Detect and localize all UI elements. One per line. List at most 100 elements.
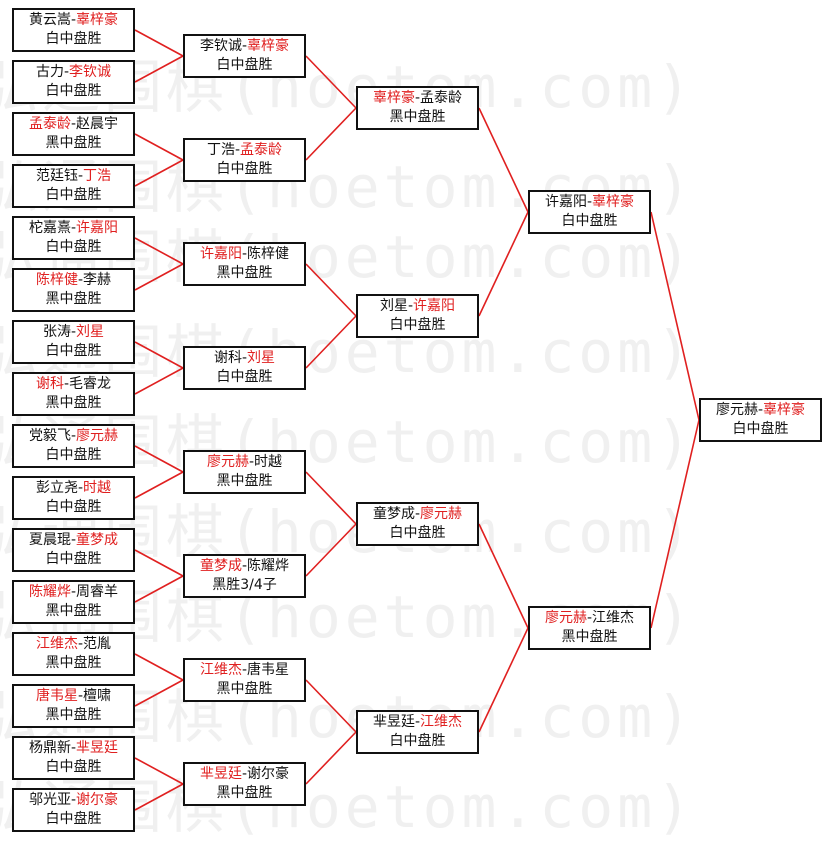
player-black: 许嘉阳 (544, 194, 587, 210)
player-black: 邬光亚 (28, 792, 71, 808)
match-result: 白中盘胜 (45, 83, 102, 99)
separator: - (241, 38, 248, 54)
separator: - (586, 194, 593, 210)
match-result: 黑中盘胜 (45, 291, 102, 307)
match-box: 廖元赫-江维杰黑中盘胜 (528, 606, 651, 650)
match-result: 白中盘胜 (45, 239, 102, 255)
match-box: 邬光亚-谢尔豪白中盘胜 (12, 788, 135, 832)
separator: - (70, 428, 77, 444)
connector-line (134, 29, 184, 57)
match-players: 李钦诚-辜梓豪 (185, 37, 304, 56)
player-white: 许嘉阳 (413, 298, 456, 314)
player-white: 谢尔豪 (247, 766, 290, 782)
match-players: 童梦成-廖元赫 (358, 505, 477, 524)
connector-line (305, 55, 357, 109)
separator: - (63, 376, 70, 392)
player-black: 范廷钰 (35, 168, 78, 184)
match-result: 黑中盘胜 (45, 135, 102, 151)
separator: - (414, 90, 421, 106)
connector-line (134, 341, 184, 369)
player-black: 芈昱廷 (372, 714, 415, 730)
match-players: 夏晨琨-童梦成 (14, 531, 133, 550)
player-white: 陈梓健 (247, 246, 290, 262)
match-players: 江维杰-唐韦星 (185, 661, 304, 680)
match-box: 江维杰-唐韦星黑中盘胜 (183, 658, 306, 702)
match-box: 彭立尧-时越白中盘胜 (12, 476, 135, 520)
separator: - (70, 12, 77, 28)
player-white: 时越 (83, 480, 112, 496)
player-black: 陈梓健 (35, 272, 78, 288)
match-result: 黑中盘胜 (45, 603, 102, 619)
match-players: 杨鼎新-芈昱廷 (14, 739, 133, 758)
separator: - (414, 714, 421, 730)
connector-line (305, 315, 357, 369)
match-result: 黑中盘胜 (45, 707, 102, 723)
match-box: 范廷钰-丁浩白中盘胜 (12, 164, 135, 208)
separator: - (70, 792, 77, 808)
match-result: 黑中盘胜 (216, 681, 273, 697)
player-white: 廖元赫 (76, 428, 119, 444)
connector-line (134, 549, 184, 577)
connector-line (134, 653, 184, 681)
player-white: 廖元赫 (420, 506, 463, 522)
player-black: 杨鼎新 (28, 740, 71, 756)
player-white: 刘星 (247, 350, 276, 366)
match-players: 芈昱廷-谢尔豪 (185, 765, 304, 784)
match-box: 党毅飞-廖元赫白中盘胜 (12, 424, 135, 468)
separator: - (70, 324, 77, 340)
match-result: 白中盘胜 (389, 317, 446, 333)
match-result: 黑中盘胜 (561, 629, 618, 645)
connector-line (305, 523, 357, 577)
separator: - (70, 584, 77, 600)
match-box: 芈昱廷-谢尔豪黑中盘胜 (183, 762, 306, 806)
connector-line (134, 471, 184, 499)
match-box: 许嘉阳-陈梓健黑中盘胜 (183, 242, 306, 286)
player-black: 江维杰 (199, 662, 242, 678)
match-players: 廖元赫-江维杰 (530, 609, 649, 628)
separator: - (77, 480, 84, 496)
match-result: 白中盘胜 (45, 447, 102, 463)
match-result: 黑胜3/4子 (212, 577, 277, 593)
player-black: 孟泰龄 (28, 116, 71, 132)
match-result: 白中盘胜 (732, 421, 789, 437)
player-black: 丁浩 (206, 142, 235, 158)
player-black: 张涛 (42, 324, 71, 340)
match-players: 陈梓健-李赫 (14, 271, 133, 290)
player-black: 黄云嵩 (28, 12, 71, 28)
player-white: 谢尔豪 (76, 792, 119, 808)
match-result: 黑中盘胜 (389, 109, 446, 125)
match-box: 廖元赫-时越黑中盘胜 (183, 450, 306, 494)
match-box: 柁嘉熹-许嘉阳白中盘胜 (12, 216, 135, 260)
match-result: 白中盘胜 (45, 31, 102, 47)
match-box: 童梦成-陈耀烨黑胜3/4子 (183, 554, 306, 598)
match-box: 孟泰龄-赵晨宇黑中盘胜 (12, 112, 135, 156)
match-box: 谢科-毛睿龙黑中盘胜 (12, 372, 135, 416)
player-black: 彭立尧 (35, 480, 78, 496)
separator: - (70, 532, 77, 548)
match-players: 丁浩-孟泰龄 (185, 141, 304, 160)
match-result: 黑中盘胜 (216, 265, 273, 281)
match-players: 黄云嵩-辜梓豪 (14, 11, 133, 30)
player-white: 陈耀烨 (247, 558, 290, 574)
separator: - (77, 688, 84, 704)
match-result: 白中盘胜 (45, 343, 102, 359)
player-white: 辜梓豪 (763, 402, 806, 418)
match-players: 彭立尧-时越 (14, 479, 133, 498)
player-black: 童梦成 (199, 558, 242, 574)
player-black: 谢科 (213, 350, 242, 366)
separator: - (241, 246, 248, 262)
player-black: 辜梓豪 (372, 90, 415, 106)
connector-line (134, 679, 184, 707)
match-box: 廖元赫-辜梓豪白中盘胜 (699, 398, 822, 442)
connector-line (305, 263, 357, 317)
connector-line (134, 367, 184, 395)
separator: - (414, 506, 421, 522)
player-white: 辜梓豪 (592, 194, 635, 210)
separator: - (248, 454, 255, 470)
player-white: 檀啸 (83, 688, 112, 704)
match-result: 白中盘胜 (45, 551, 102, 567)
match-result: 白中盘胜 (216, 57, 273, 73)
match-box: 辜梓豪-孟泰龄黑中盘胜 (356, 86, 479, 130)
player-white: 周睿羊 (76, 584, 119, 600)
match-result: 白中盘胜 (561, 213, 618, 229)
